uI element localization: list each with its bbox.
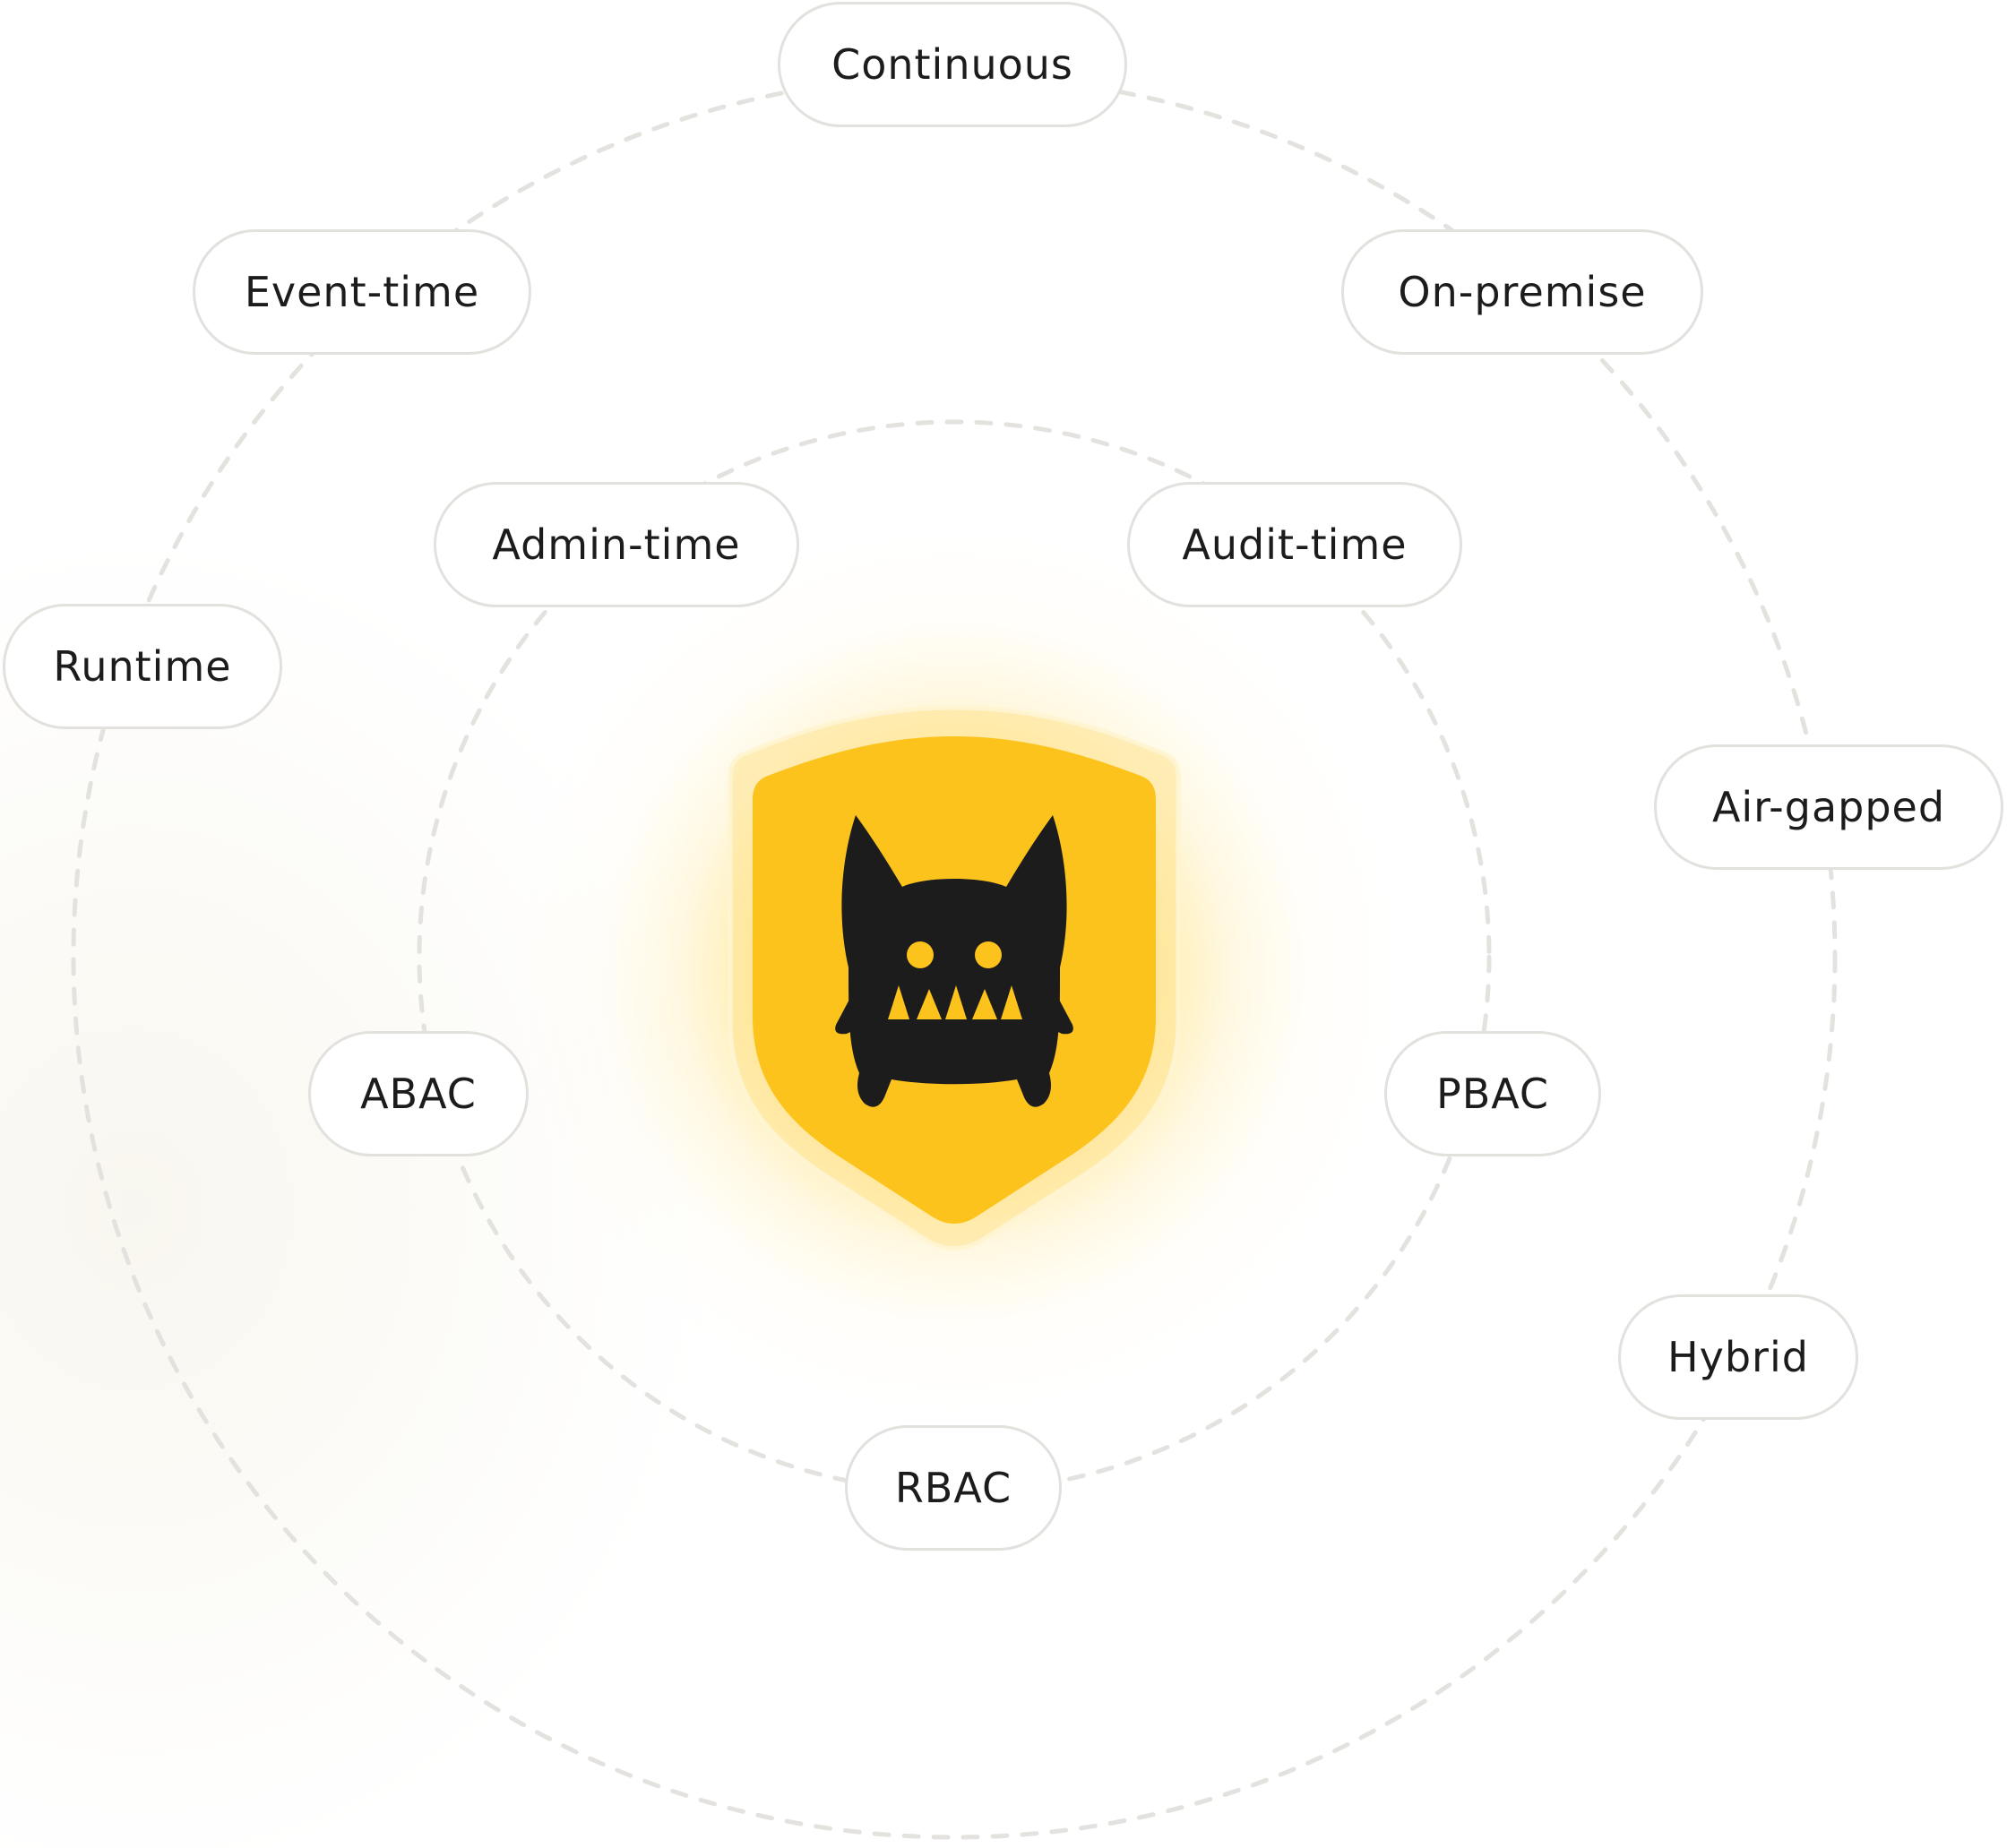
label-audit-time: Audit-time [1127, 482, 1462, 607]
label-admin-time: Admin-time [434, 482, 799, 607]
monster-left-eye [907, 941, 934, 968]
label-on-premise: On-premise [1341, 229, 1703, 355]
label-event-time: Event-time [193, 229, 531, 355]
label-hybrid: Hybrid [1618, 1294, 1858, 1420]
monster-shield-icon [728, 705, 1181, 1251]
monster-right-eye [975, 941, 1002, 968]
label-air-gapped: Air-gapped [1654, 744, 2003, 870]
label-runtime: Runtime [3, 604, 282, 729]
monster-icon [835, 815, 1073, 1107]
label-continuous: Continuous [778, 2, 1127, 127]
label-abac: ABAC [308, 1031, 529, 1156]
label-rbac: RBAC [845, 1425, 1062, 1551]
monster-teeth [888, 985, 1022, 1019]
label-pbac: PBAC [1384, 1031, 1601, 1156]
